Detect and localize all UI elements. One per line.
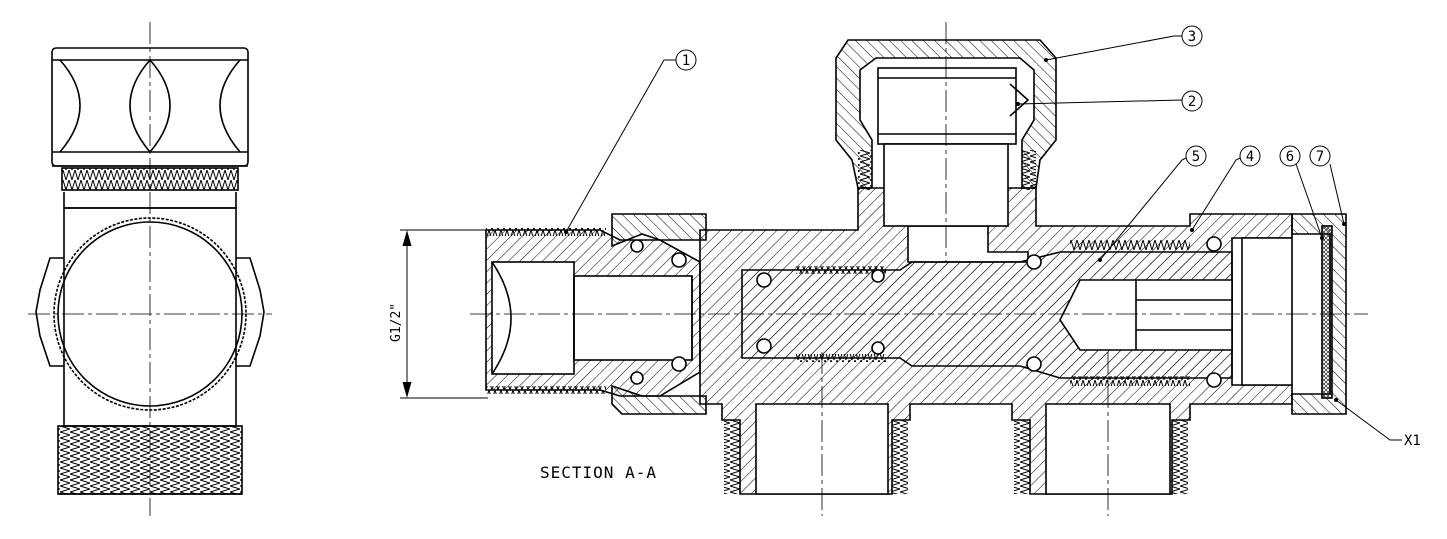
svg-text:2: 2 bbox=[1188, 94, 1196, 110]
callout-5: 5 bbox=[1185, 145, 1207, 167]
callout-7: 7 bbox=[1309, 145, 1331, 167]
svg-text:1: 1 bbox=[682, 53, 690, 69]
detail-label: X1 bbox=[1404, 433, 1421, 449]
svg-text:5: 5 bbox=[1192, 149, 1200, 165]
leader-lines bbox=[565, 35, 1402, 441]
svg-text:7: 7 bbox=[1316, 149, 1324, 165]
callout-3: 3 bbox=[1181, 25, 1203, 47]
callout-4: 4 bbox=[1239, 145, 1261, 167]
side-right-boss bbox=[236, 257, 265, 367]
o-rings bbox=[630, 236, 1222, 388]
svg-text:4: 4 bbox=[1246, 149, 1254, 165]
svg-text:3: 3 bbox=[1188, 29, 1196, 45]
inlet-nut bbox=[611, 213, 707, 248]
side-left-boss bbox=[35, 257, 64, 367]
filter-mesh bbox=[1321, 225, 1333, 399]
section-view bbox=[485, 39, 1347, 495]
callout-1: 1 bbox=[675, 49, 697, 71]
dimension-label: G1/2" bbox=[389, 303, 404, 342]
callout-6: 6 bbox=[1279, 145, 1301, 167]
callout-2: 2 bbox=[1181, 90, 1203, 112]
dimension-g12 bbox=[400, 229, 488, 399]
top-bore bbox=[877, 67, 1017, 145]
section-label: SECTION A-A bbox=[540, 463, 657, 482]
svg-text:6: 6 bbox=[1286, 149, 1294, 165]
